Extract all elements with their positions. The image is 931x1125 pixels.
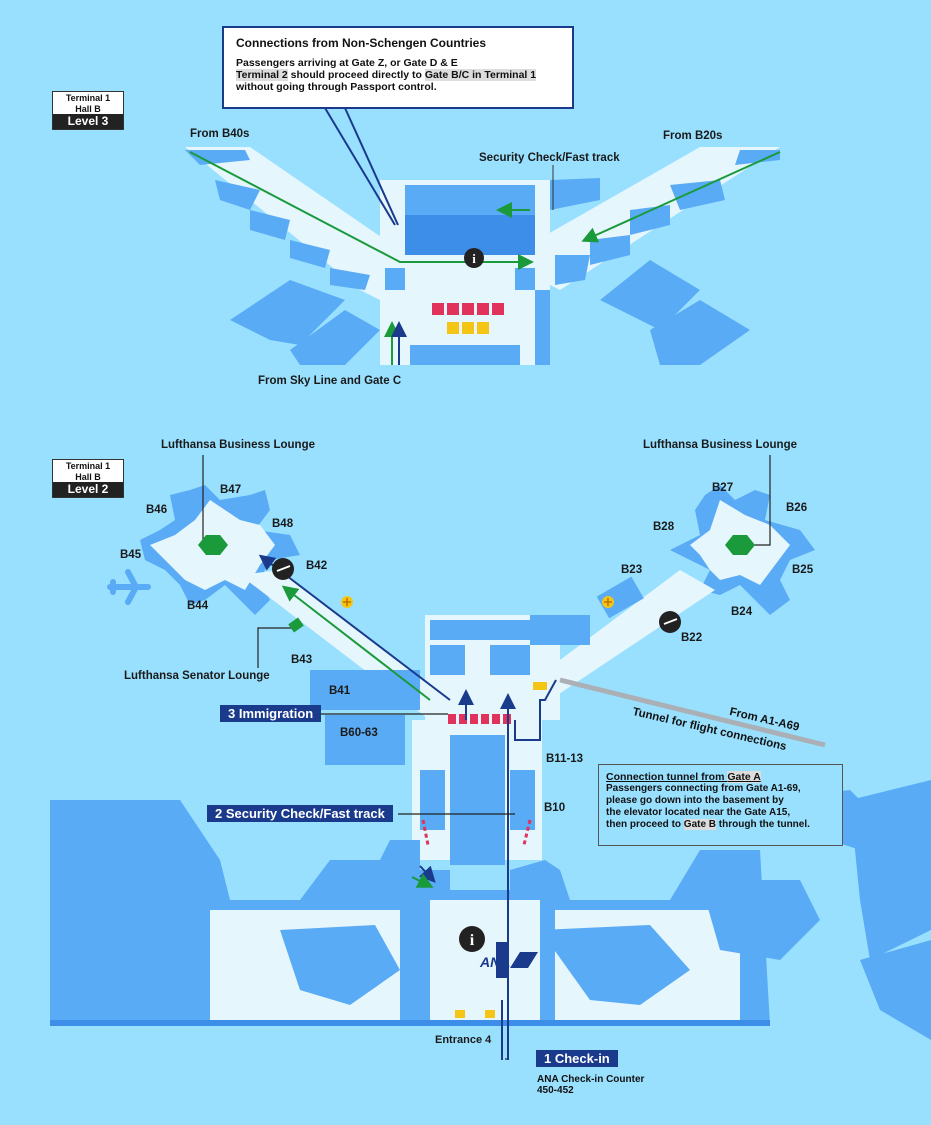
smoking-icon	[659, 611, 681, 633]
tunnel-callout-l1: Passengers connecting from Gate A1-69,	[606, 783, 801, 794]
senator-lounge-label: Lufthansa Senator Lounge	[124, 670, 270, 682]
from-b40s-label: From B40s	[190, 128, 250, 140]
callout-line2-mid: should proceed directly to	[287, 69, 425, 81]
airplane-icon	[107, 569, 151, 605]
tunnel-callout-l4a: then proceed to	[606, 819, 684, 830]
hall-label: Hall B	[75, 104, 101, 114]
svg-text:i: i	[472, 251, 476, 266]
step-immigration: 3 Immigration	[220, 705, 322, 722]
callout-heading: Connections from Non-Schengen Countries	[236, 36, 487, 50]
terminal-label: Terminal 1	[65, 461, 111, 471]
level2-badge: Terminal 1 Hall B Level 2	[52, 459, 124, 498]
step-security: 2 Security Check/Fast track	[207, 805, 393, 822]
gate-b41: B41	[329, 685, 351, 697]
level3-floor	[185, 147, 780, 365]
gate-b47: B47	[220, 484, 242, 496]
ana-counter-line2: 450-452	[537, 1085, 574, 1096]
hall-label: Hall B	[75, 472, 101, 482]
gate-b42: B42	[306, 560, 328, 572]
from-skyline-label: From Sky Line and Gate C	[258, 375, 402, 387]
gate-b10: B10	[544, 802, 566, 814]
ana-counter-line1: ANA Check-in Counter	[537, 1074, 645, 1085]
smoking-icon	[272, 558, 294, 580]
tunnel-callout-l4c: through the tunnel.	[716, 819, 810, 830]
info-icon: i	[459, 926, 485, 952]
gate-b46: B46	[146, 504, 168, 516]
gate-b45: B45	[120, 549, 142, 561]
svg-text:i: i	[470, 932, 475, 949]
tunnel-callout-heading-text: Connection tunnel from	[606, 771, 728, 783]
callout-line1: Passengers arriving at Gate Z, or Gate D…	[236, 57, 458, 69]
first-aid-icon	[602, 596, 614, 608]
tunnel-callout-l3: the elevator located near the Gate A15,	[606, 807, 791, 818]
gate-b60-63: B60-63	[340, 727, 378, 739]
lounge-left-icon	[198, 535, 228, 555]
first-aid-icon	[341, 596, 353, 608]
tunnel-callout-heading: Connection tunnel from Gate A	[606, 771, 835, 783]
gate-a-highlight: Gate A	[727, 771, 761, 783]
level-label: Level 3	[53, 114, 123, 129]
gate-b11-13: B11-13	[546, 753, 584, 765]
step-checkin: 1 Check-in	[536, 1050, 618, 1067]
gate-b43: B43	[291, 654, 313, 666]
tunnel-callout: Connection tunnel from Gate A Passengers…	[598, 764, 843, 846]
from-b20s-label: From B20s	[663, 130, 723, 142]
non-schengen-callout: Connections from Non-Schengen Countries …	[222, 26, 574, 109]
security-check-label: Security Check/Fast track	[479, 152, 620, 164]
info-icon: i	[464, 248, 484, 268]
tunnel-line	[559, 677, 826, 748]
tunnel-callout-l2: please go down into the basement by	[606, 795, 784, 806]
gate-b28: B28	[653, 521, 675, 533]
gate-b23: B23	[621, 564, 643, 576]
entrance-label: Entrance 4	[435, 1034, 492, 1046]
level3-badge: Terminal 1 Hall B Level 3	[52, 91, 124, 130]
level2-floor	[50, 485, 931, 1040]
gate-b48: B48	[272, 518, 294, 530]
gate-b25: B25	[792, 564, 814, 576]
lounge-left-label: Lufthansa Business Lounge	[161, 439, 315, 451]
lounge-right-label: Lufthansa Business Lounge	[643, 439, 797, 451]
gate-b44: B44	[187, 600, 209, 612]
gate-b-highlight: Gate B	[683, 819, 717, 830]
senator-lounge-icon	[288, 617, 304, 633]
ana-counter-label: ANA Check-in Counter 450-452	[537, 1074, 644, 1096]
tunnel-callout-l4: then proceed to Gate B through the tunne…	[606, 819, 835, 831]
gate-b24: B24	[731, 606, 753, 618]
ana-logo	[496, 942, 538, 978]
ana-logo-text: ANA	[479, 954, 510, 970]
terminal-label: Terminal 1	[65, 93, 111, 103]
lounge-right-icon	[725, 535, 755, 555]
gate-b22: B22	[681, 632, 703, 644]
callout-line3: without going through Passport control.	[236, 81, 437, 93]
gate-b26: B26	[786, 502, 808, 514]
level2-routes	[258, 554, 557, 1060]
terminal2-highlight: Terminal 2	[236, 69, 288, 81]
callout-line2: Terminal 2 should proceed directly to Ga…	[236, 69, 560, 81]
gate-bc-highlight: Gate B/C in Terminal 1	[424, 69, 537, 81]
level-label: Level 2	[53, 482, 123, 497]
gate-b27: B27	[712, 482, 734, 494]
level3-routes	[189, 107, 781, 365]
